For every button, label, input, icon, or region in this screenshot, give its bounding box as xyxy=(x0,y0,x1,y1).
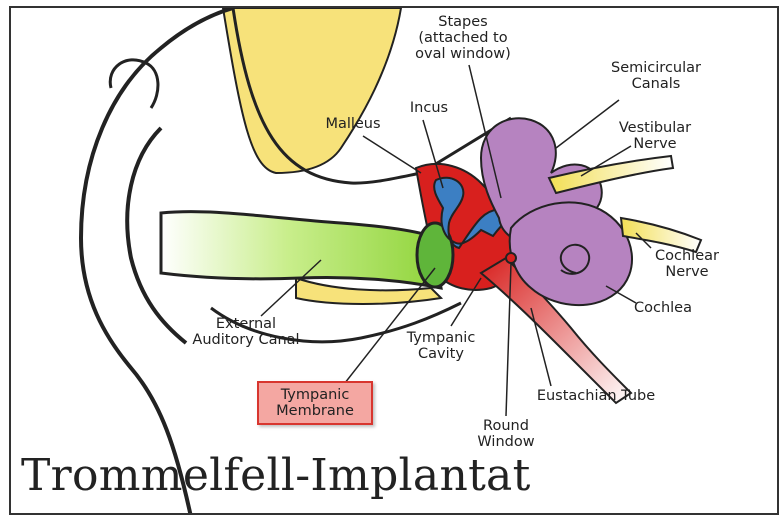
label-malleus: Malleus xyxy=(313,116,393,132)
cochlear-nerve xyxy=(621,218,701,252)
vestibular-nerve xyxy=(549,156,673,193)
label-round-window: Round Window xyxy=(461,418,551,450)
page-title: Trommelfell-Implantat xyxy=(21,448,531,504)
external-canal xyxy=(161,212,441,288)
label-vestibular-nerve: Vestibular Nerve xyxy=(605,120,705,152)
round-window xyxy=(506,253,516,263)
label-stapes: Stapes (attached to oval window) xyxy=(408,14,518,62)
label-cochlea: Cochlea xyxy=(623,300,703,316)
label-external-auditory-canal: External Auditory Canal xyxy=(181,316,311,348)
diagram-frame: Stapes (attached to oval window) Semicir… xyxy=(9,6,779,515)
label-incus: Incus xyxy=(399,100,459,116)
label-tympanic-membrane: Tympanic Membrane xyxy=(257,387,373,419)
label-semicircular-canals: Semicircular Canals xyxy=(581,60,731,92)
label-tympanic-cavity: Tympanic Cavity xyxy=(391,330,491,362)
label-cochlear-nerve: Cochlear Nerve xyxy=(637,248,737,280)
label-eustachian-tube: Eustachian Tube xyxy=(521,388,671,404)
